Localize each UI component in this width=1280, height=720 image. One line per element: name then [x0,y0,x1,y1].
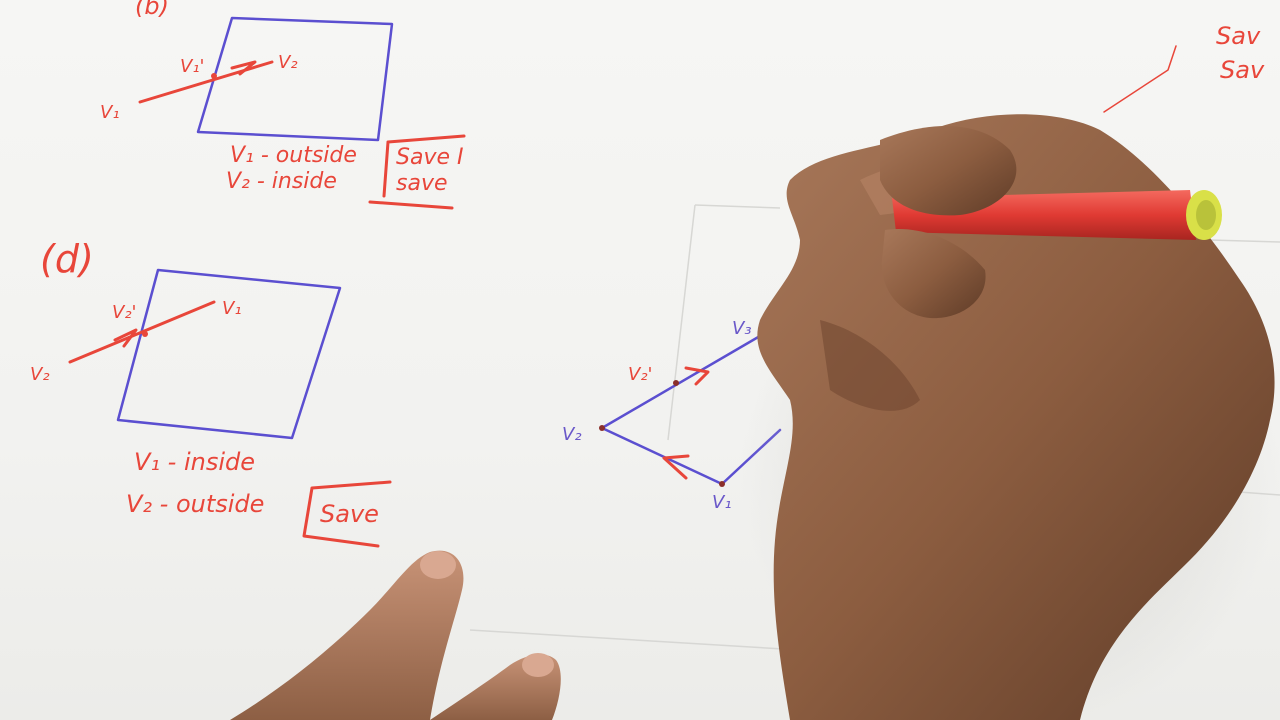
triangle-diagram: V₂ V₁ V₃ V₂' [562,318,782,513]
case-d-label: (d) [40,237,94,281]
triangle-v2: V₂ [562,424,582,445]
case-b-result-2: save [396,171,448,196]
case-d-note-1: V₁ - inside [134,448,255,476]
case-d-clip-window [116,268,342,440]
case-d-diagram: (d) V₁ V₂' V₂ V₁ - inside V₂ - outside S… [30,237,392,548]
triangle-v2-prime: V₂' [628,364,652,385]
resting-hand [230,550,561,720]
case-d-v2: V₂ [30,364,50,385]
triangle-v3: V₃ [732,318,752,339]
case-b-note-2: V₂ - inside [226,169,337,194]
top-right-line-1: Sav [1216,22,1261,50]
case-d-v2-prime: V₂' [112,302,136,323]
case-d-v1: V₁ [222,298,242,319]
case-b-clip-window [196,16,394,142]
case-d-result-bracket [302,480,392,548]
case-b-line [138,60,274,104]
case-b-note-1: V₁ - outside [230,143,357,168]
top-right-notes: Sav Sav [1103,22,1265,113]
case-b-diagram: (b) V₁ V₁' V₂ V₁ - outside V₂ - inside S… [100,0,466,210]
case-d-line [68,300,216,364]
case-b-v1-prime: V₁' [180,56,204,77]
case-d-note-2: V₂ - outside [126,490,264,518]
triangle-v1: V₁ [712,492,732,513]
case-d-result: Save [320,500,379,528]
case-b-result-bracket [368,134,466,210]
case-b-result-1: Save I [396,145,463,170]
writing-hand [740,114,1280,720]
case-b-v1: V₁ [100,102,120,123]
top-right-line-2: Sav [1220,56,1265,84]
case-b-v2: V₂ [278,52,298,73]
case-b-label: (b) [135,0,169,20]
resting-hand-shape [230,550,464,720]
